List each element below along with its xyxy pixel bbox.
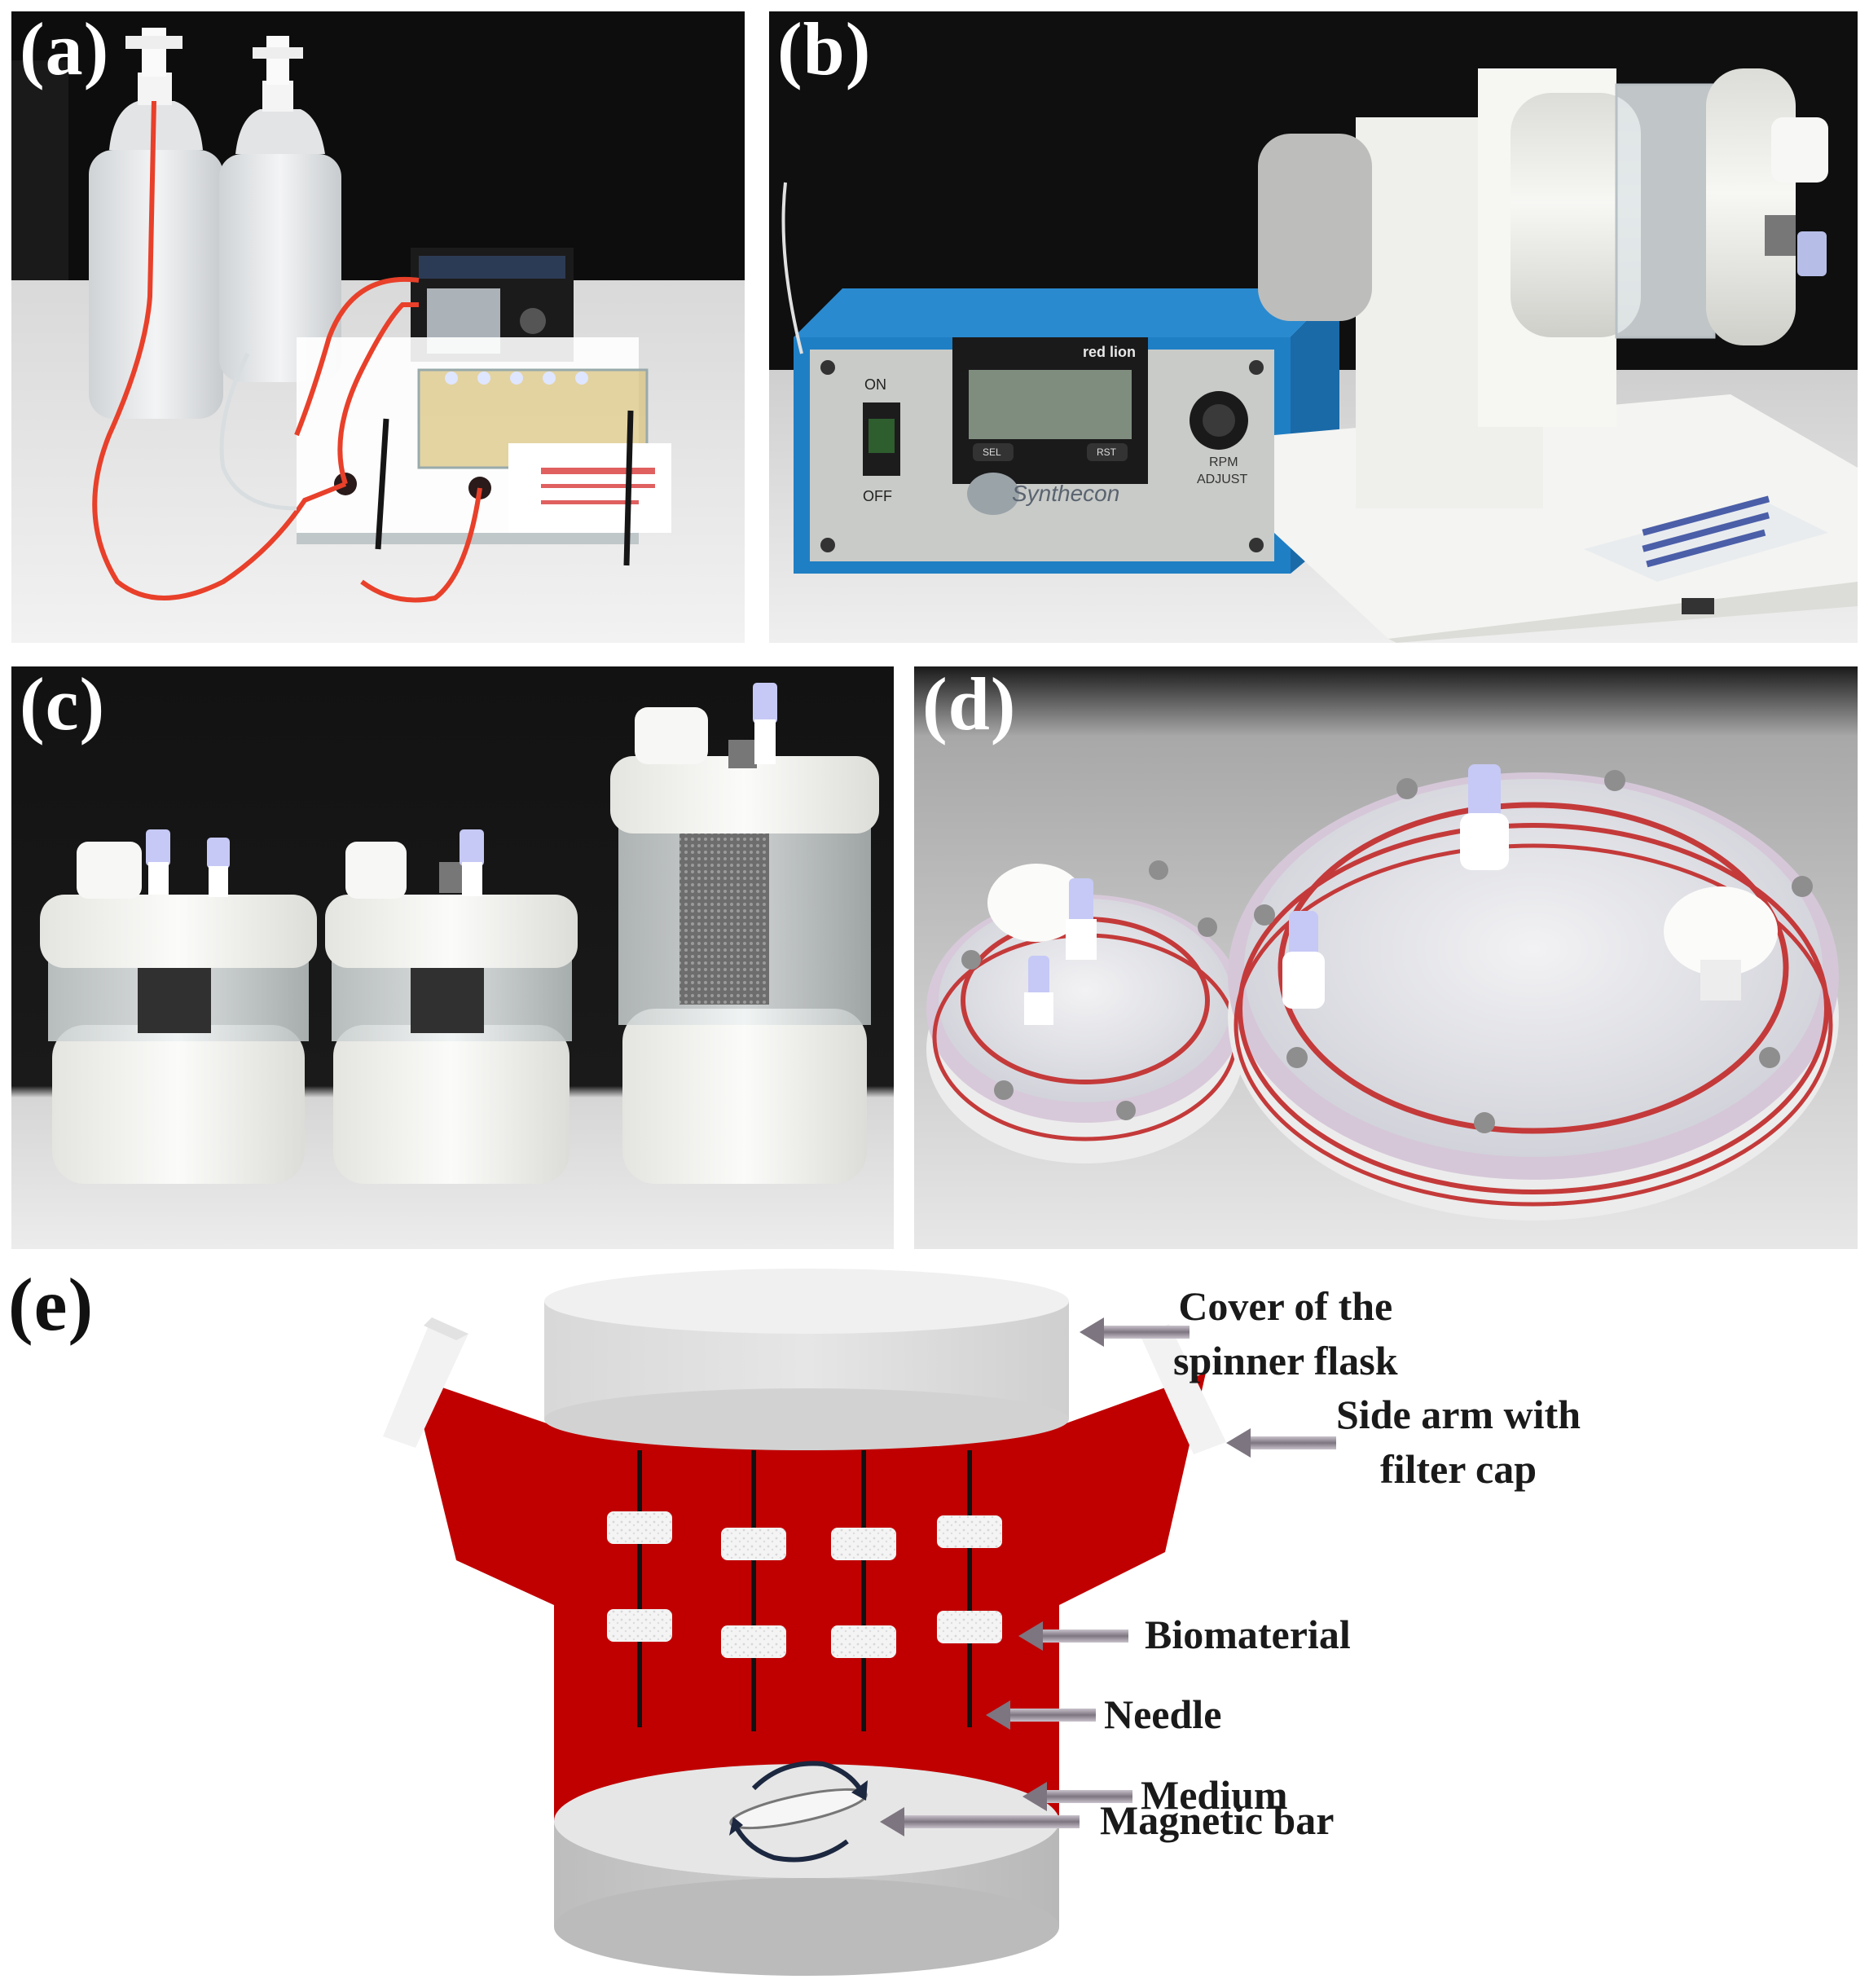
- cover-annotation: Cover of the spinner flask: [1173, 1279, 1398, 1388]
- scaffold: [831, 1528, 896, 1560]
- panel-b-rotating-bioreactor-photo: ON OFF red lion SEL RST RPM ADJUST Synth…: [769, 11, 1858, 643]
- scaffold: [721, 1528, 786, 1560]
- needle-arrow: [986, 1700, 1096, 1730]
- panel-a-perfusion-setup-photo: (a): [11, 11, 745, 643]
- red-tubing: [92, 100, 482, 603]
- knob-adjust-label: ADJUST: [1197, 473, 1248, 486]
- flask-cover: [544, 1269, 1069, 1450]
- panel-c-spinner-flasks-photo: (c): [11, 666, 894, 1249]
- scaffold: [607, 1511, 672, 1544]
- panel-e-spinner-flask-schematic: (e) Cover of the spinner flask Side arm …: [0, 1259, 1869, 1988]
- display-reset-button-label: RST: [1097, 446, 1116, 458]
- biomaterial-scaffolds: [607, 1511, 1002, 1658]
- rotation-arrows: [729, 1761, 868, 1863]
- magnetic-bar-arrow: [880, 1807, 1080, 1836]
- media-bottle-left: [89, 28, 223, 419]
- side-arm-annotation: Side arm with filter cap: [1336, 1388, 1581, 1497]
- medium-annotation: Medium: [1141, 1772, 1288, 1818]
- switch-off-label: OFF: [863, 488, 892, 504]
- rotating-wall-vessel: [1511, 68, 1828, 345]
- scaffold: [721, 1625, 786, 1658]
- perfusion-setup-illustration: [11, 11, 745, 643]
- side-arm-annotation-line-2: filter cap: [1379, 1446, 1537, 1492]
- perfusion-chambers-illustration: [914, 666, 1858, 1249]
- knob-rpm-label: RPM: [1209, 455, 1238, 469]
- scaffold: [831, 1625, 896, 1658]
- spinner-flasks-illustration: [11, 666, 894, 1249]
- scaffold: [937, 1515, 1002, 1548]
- display-select-button-label: SEL: [983, 446, 1001, 458]
- side-arm-arrow: [1226, 1428, 1336, 1458]
- spinner-flask-schematic-drawing: [383, 1269, 1336, 1976]
- side-arm-left: [383, 1317, 554, 1605]
- cover-annotation-line-1: Cover of the: [1178, 1283, 1393, 1329]
- synthecon-logo-text: Synthecon: [1012, 481, 1120, 506]
- scaffold: [937, 1611, 1002, 1643]
- biomaterial-annotation: Biomaterial: [1145, 1612, 1351, 1657]
- perfusion-chamber-large: [1228, 764, 1839, 1221]
- annotation-arrows: [880, 1317, 1336, 1836]
- display-brand-label: red lion: [1083, 344, 1137, 360]
- needles: [637, 1450, 972, 1731]
- panel-b-label: (b): [777, 11, 872, 90]
- panel-c-label: (c): [20, 666, 106, 746]
- media-bottle-right: [219, 36, 341, 382]
- panel-a-label: (a): [20, 11, 110, 90]
- panel-d-perfusion-chambers-photo: (d): [914, 666, 1858, 1249]
- perfusion-chamber: [297, 337, 671, 566]
- spinner-flask-large: [610, 683, 879, 1184]
- spinner-flask-small-2: [325, 829, 578, 1184]
- needle-annotation: Needle: [1104, 1691, 1222, 1737]
- magnetic-bar-annotation: Magnetic bar: [1100, 1797, 1335, 1843]
- biomaterial-arrow: [1018, 1621, 1128, 1651]
- rotating-bioreactor-illustration: [769, 11, 1858, 643]
- panel-e-label: (e): [8, 1263, 95, 1346]
- side-arm-right: [1059, 1324, 1226, 1605]
- side-arm-annotation-line-1: Side arm with: [1336, 1392, 1581, 1437]
- medium-arrow: [1022, 1782, 1132, 1811]
- switch-on-label: ON: [864, 376, 886, 393]
- panel-d-label: (d): [922, 666, 1017, 746]
- scaffold: [607, 1609, 672, 1642]
- perfusion-chamber-small: [926, 860, 1244, 1163]
- rpm-controller-box: [794, 288, 1339, 574]
- cover-annotation-line-2: spinner flask: [1173, 1338, 1398, 1383]
- spinner-flask-small-1: [40, 829, 317, 1184]
- cover-arrow: [1080, 1317, 1190, 1347]
